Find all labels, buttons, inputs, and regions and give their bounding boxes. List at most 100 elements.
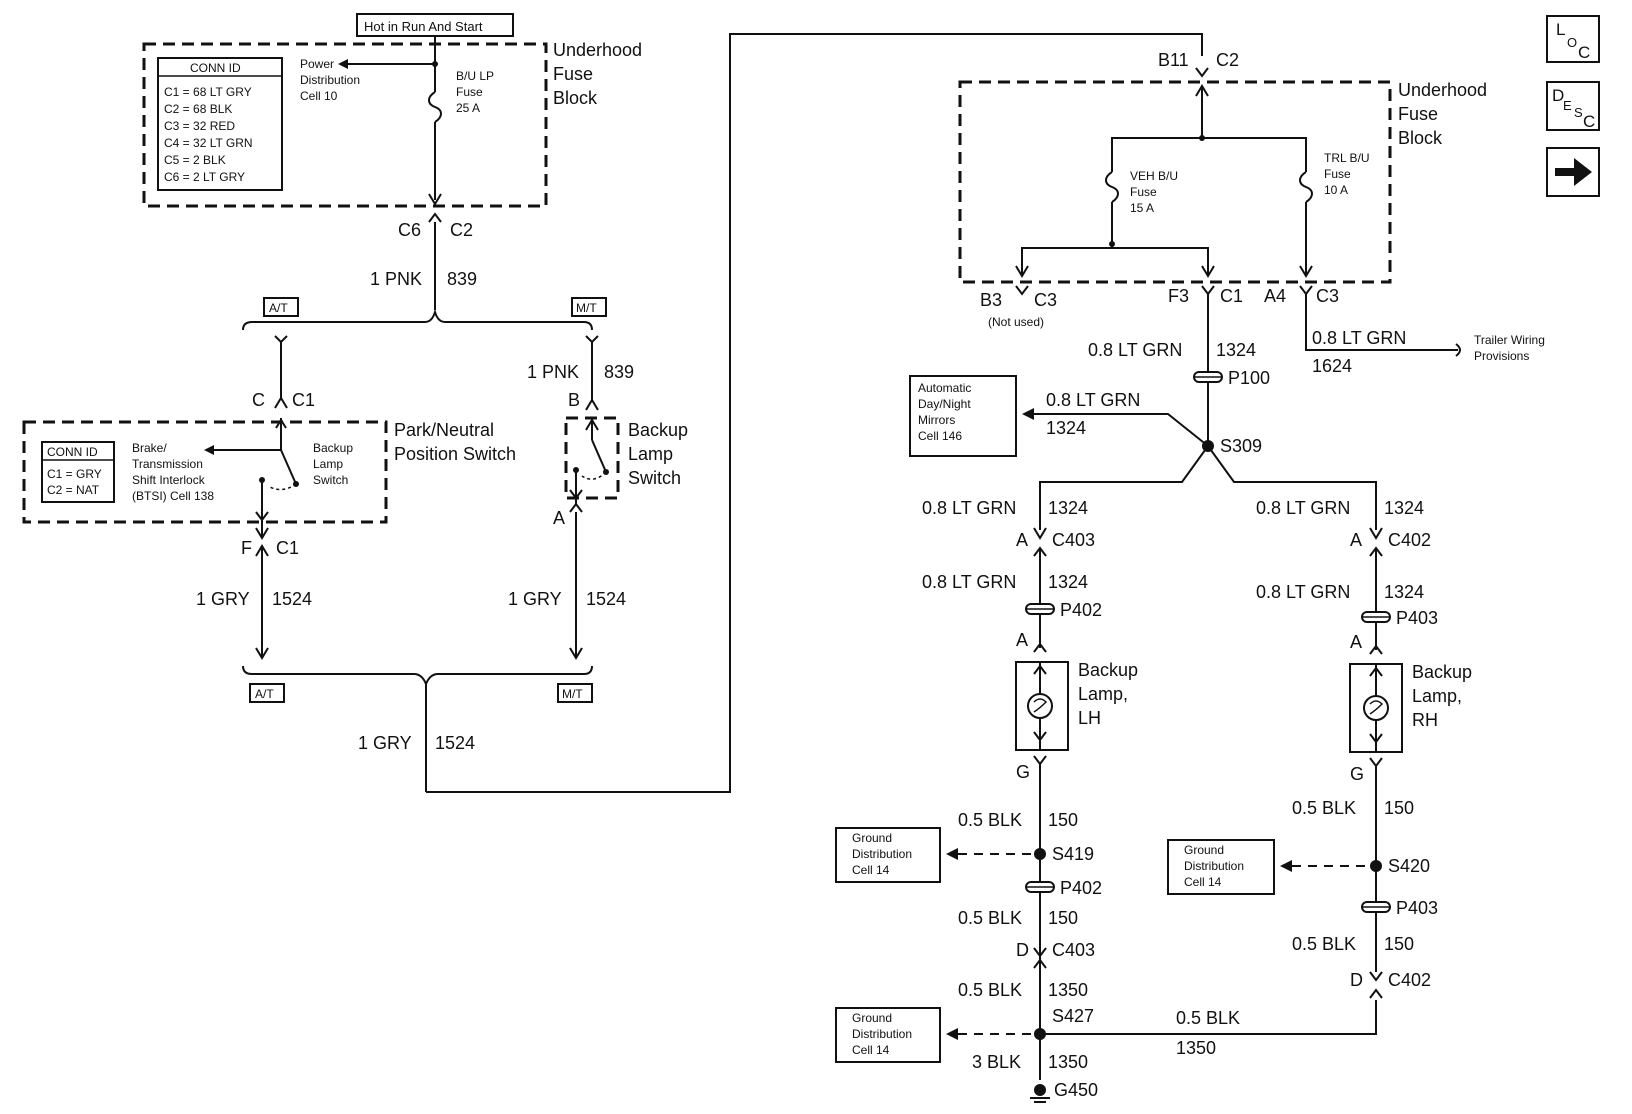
- nav-loc-c: C: [1578, 43, 1590, 62]
- s419-label: S419: [1052, 844, 1094, 864]
- mirror-wire-num: 1324: [1046, 418, 1086, 438]
- underhood-fuse-block-right: [958, 80, 1392, 284]
- c403-label: C403: [1052, 530, 1095, 550]
- conn-id-title-left: CONN ID: [190, 61, 241, 75]
- ground-dist-box-1: [835, 827, 941, 883]
- trl-fuse-line3: 10 A: [1324, 183, 1348, 197]
- ground-dist-2-line1: Ground: [1184, 843, 1224, 857]
- trl-fuse-line2: Fuse: [1324, 167, 1351, 181]
- ground-dist-box-2: [1167, 839, 1275, 895]
- gry-left-size: 1 GRY: [196, 589, 250, 609]
- bulb-rh-icon: [1363, 695, 1389, 721]
- ground-dist-1-line3: Cell 14: [852, 863, 890, 877]
- ground-dist-3-line1: Ground: [852, 1011, 892, 1025]
- nav-desc-e: E: [1563, 98, 1572, 113]
- fuse-symbol-bu-lp: [428, 91, 442, 123]
- lh-wire2-size: 0.8 LT GRN: [922, 572, 1016, 592]
- pn-c1-label: C1: [292, 390, 315, 410]
- conn-row-3: C3 = 32 RED: [164, 119, 235, 133]
- fuse-bu-lp-line2: Fuse: [456, 85, 483, 99]
- cross-wire-num: 1350: [1176, 1038, 1216, 1058]
- at-label-top: A/T: [269, 301, 288, 315]
- f-label: F: [241, 538, 252, 558]
- rh-g-label: G: [1350, 764, 1364, 784]
- nav-desc-s: S: [1574, 105, 1583, 120]
- wire-839-num: 839: [447, 269, 477, 289]
- rh-a-label: A: [1350, 530, 1362, 550]
- g450-label: G450: [1054, 1080, 1098, 1100]
- top-wire-num: 1324: [1216, 340, 1256, 360]
- mirrors-line4: Cell 146: [918, 429, 962, 443]
- pn-switch-contact: [280, 449, 297, 485]
- fuse-block-right-line3: Block: [1398, 128, 1443, 148]
- b11-label: B11: [1158, 50, 1189, 70]
- rh-blk2-size: 0.5 BLK: [1292, 934, 1356, 954]
- rh-d-label: D: [1350, 970, 1363, 990]
- lh-d-label: D: [1016, 940, 1029, 960]
- conn2-title: CONN ID: [47, 445, 98, 459]
- bu-switch-inner-line3: Switch: [313, 473, 348, 487]
- mirror-wire-size: 0.8 LT GRN: [1046, 390, 1140, 410]
- pn-switch-line2: Position Switch: [394, 444, 516, 464]
- lamp-lh-line2: Lamp,: [1078, 684, 1128, 704]
- ground-dist-box-3: [835, 1007, 941, 1063]
- nav-desc-c: C: [1583, 112, 1595, 131]
- f-c1-label: C1: [276, 538, 299, 558]
- lh-g-label: G: [1016, 762, 1030, 782]
- power-dist-line1: Power: [300, 57, 334, 71]
- b3-c3-label: C3: [1034, 290, 1057, 310]
- gry-right-size: 1 GRY: [508, 589, 562, 609]
- blk1350-num: 1350: [1048, 980, 1088, 1000]
- rh-wire1-num: 1324: [1384, 498, 1424, 518]
- c2-label-right: C2: [1216, 50, 1239, 70]
- a4-c3-label: C3: [1316, 286, 1339, 306]
- c403b-label: C403: [1052, 940, 1095, 960]
- power-dist-line2: Distribution: [300, 73, 360, 87]
- top-wire-size: 0.8 LT GRN: [1088, 340, 1182, 360]
- mirrors-line2: Day/Night: [918, 397, 971, 411]
- conn-c6-label: C6: [398, 220, 421, 240]
- next-page-button[interactable]: [1546, 147, 1600, 197]
- location-button[interactable]: L O C: [1546, 15, 1600, 63]
- pn-switch-line1: Park/Neutral: [394, 420, 494, 440]
- rh-blk1-size: 0.5 BLK: [1292, 798, 1356, 818]
- btsi-line2: Transmission: [132, 457, 203, 471]
- f3-label: F3: [1168, 286, 1189, 306]
- conn-id-table-left: [157, 57, 283, 191]
- description-button[interactable]: D E S C: [1546, 81, 1600, 131]
- crossover-wire-1524: [426, 33, 1203, 793]
- fuse-block-left-line1: Underhood: [553, 40, 642, 60]
- power-dist-line3: Cell 10: [300, 89, 338, 103]
- conn2-row-1: C1 = GRY: [47, 467, 102, 481]
- mirrors-line1: Automatic: [918, 381, 971, 395]
- trailer-wire-num: 1624: [1312, 356, 1352, 376]
- btsi-line4: (BTSI) Cell 138: [132, 489, 214, 503]
- fuse-symbol-trl: [1299, 171, 1313, 203]
- mt-label-bottom: M/T: [562, 687, 583, 701]
- backup-switch-contact: [591, 439, 607, 473]
- lh-blk2-num: 150: [1048, 908, 1078, 928]
- conn2-row-2: C2 = NAT: [47, 483, 100, 497]
- hot-in-run-label: Hot in Run And Start: [364, 19, 483, 34]
- rh-a2-label: A: [1350, 632, 1362, 652]
- trailer-wire-size: 0.8 LT GRN: [1312, 328, 1406, 348]
- p402-label: P402: [1060, 600, 1102, 620]
- fuse-block-left-line2: Fuse: [553, 64, 593, 84]
- c402-label: C402: [1388, 530, 1431, 550]
- s420-label: S420: [1388, 856, 1430, 876]
- lamp-rh-line3: RH: [1412, 710, 1438, 730]
- b3-label: B3: [980, 290, 1002, 310]
- bulb-lh-icon: [1027, 693, 1053, 719]
- rh-wire2-num: 1324: [1384, 582, 1424, 602]
- backup-lamp-lh-box: [1015, 661, 1069, 751]
- lh-blk1-num: 150: [1048, 810, 1078, 830]
- lh-blk2-size: 0.5 BLK: [958, 908, 1022, 928]
- p402b-label: P402: [1060, 878, 1102, 898]
- pnk-right-size: 1 PNK: [527, 362, 579, 382]
- option-split-bottom: [242, 665, 593, 687]
- conn-c2-label: C2: [450, 220, 473, 240]
- btsi-line1: Brake/: [132, 441, 167, 455]
- mirrors-line3: Mirrors: [918, 413, 955, 427]
- nav-loc-o: O: [1567, 35, 1577, 50]
